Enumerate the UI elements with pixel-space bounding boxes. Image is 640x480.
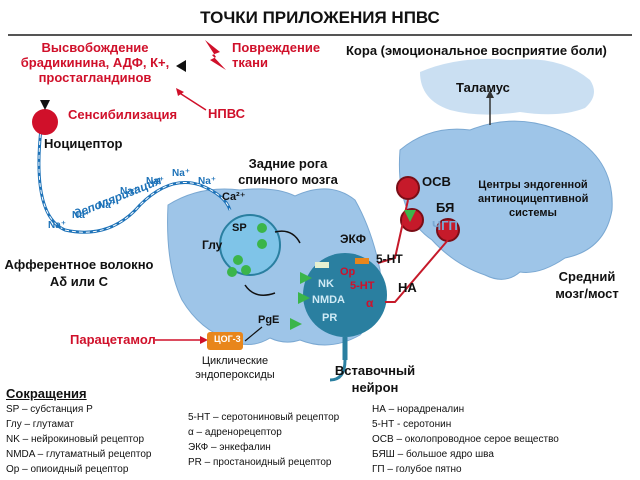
pr-label: PR	[322, 312, 338, 324]
descending-pathway-red	[377, 199, 409, 264]
na-label: НА	[398, 280, 417, 295]
legend-item: Глу – глутамат	[6, 419, 74, 430]
sp-label: SP	[232, 222, 247, 234]
left-arrow-icon	[176, 60, 186, 72]
cox3-label: ЦОГ-3	[214, 334, 241, 344]
legend-item: НА – норадреналин	[372, 404, 465, 415]
na-ion-label: Na⁺	[146, 176, 165, 187]
ht5-label: 5-НТ	[376, 252, 403, 266]
osv-nucleus	[396, 176, 420, 200]
ca-label: Ca²⁺	[222, 191, 246, 203]
legend-item: 5-НТ - серотонин	[372, 419, 452, 430]
presynaptic-terminal	[219, 214, 281, 276]
nmda-label: NMDA	[312, 294, 345, 306]
green-arrow-icon	[404, 210, 416, 222]
osv-label: ОСВ	[422, 174, 451, 189]
arrow-glu	[244, 284, 276, 296]
nociceptor-label: Ноцицептор	[44, 136, 123, 151]
green-arrow-icon	[298, 292, 310, 304]
interneuron-body	[303, 253, 387, 337]
ascending-pathway	[329, 359, 347, 382]
paracetamol-label: Парацетамол	[70, 332, 156, 347]
receptor-tab	[355, 258, 369, 264]
receptor-tab	[315, 262, 329, 268]
na-ion-label: Na⁺	[172, 168, 191, 179]
legend-item: SP – субстанция P	[6, 404, 93, 415]
legend-item: 5-НТ – серотониновый рецептор	[188, 412, 340, 423]
green-arrow-icon	[300, 272, 312, 284]
nociceptor-shape	[32, 109, 58, 135]
legend-item: NK – нейрокиновый рецептор	[6, 434, 145, 445]
dorsal-horns-label: Задние рога спинного мозга	[238, 156, 338, 187]
ncgp-label: ЧГП	[432, 218, 458, 233]
legend-item: PR – простаноидный рецептор	[188, 457, 332, 468]
legend-col1: SP – субстанция P Глу – глутамат NK – не…	[6, 402, 182, 477]
legend-item: ГП – голубое пятно	[372, 464, 462, 475]
pge-label: PgE	[258, 314, 280, 326]
na-ion-label: Na⁺	[120, 186, 139, 197]
vesicle	[257, 239, 267, 249]
ekf-label: ЭКФ	[340, 232, 366, 246]
vesicle	[257, 223, 267, 233]
alpha-label: α	[366, 296, 374, 310]
op-label: Op	[340, 266, 356, 278]
interneuron-label: Вставочный нейрон	[334, 363, 416, 395]
cox3-box	[207, 332, 243, 350]
afferent-label: Афферентное волокно Аδ или С	[4, 257, 154, 289]
lightning-icon	[205, 40, 226, 70]
down-arrow-icon	[40, 100, 50, 110]
na-ion-label: Na⁺	[72, 210, 91, 221]
cortex-label: Кора (эмоциональное восприятие боли)	[346, 43, 607, 58]
sensitization-label: Сенсибилизация	[68, 107, 178, 122]
page-title: ТОЧКИ ПРИЛОЖЕНИЯ НПВС	[200, 8, 440, 27]
afferent-fiber-inner	[38, 119, 231, 233]
legend-item: Op – опиоидный рецептор	[6, 464, 129, 475]
tissue-damage-label: Повреждение ткани	[232, 40, 321, 70]
vesicle	[241, 265, 251, 275]
legend-item: ЭКФ – энкефалин	[188, 442, 271, 453]
paracetamol-arrow-head-icon	[200, 336, 208, 344]
release-label: Высвобождение брадикинина, АДФ, К+, прос…	[20, 40, 170, 85]
nsaid-arrow	[177, 91, 207, 111]
legend-item: α – адренорецептор	[188, 427, 282, 438]
nsaid-label: НПВС	[208, 106, 246, 121]
vesicle	[233, 255, 243, 265]
ht5a-label: 5-НТ	[350, 280, 375, 292]
nsaid-arrow-head-icon	[176, 88, 184, 96]
cyclic-label: Циклические эндопероксиды	[195, 355, 275, 381]
thalamus-label: Таламус	[456, 80, 510, 95]
centers-label: Центры эндогенной антиноцицептивной сист…	[478, 179, 589, 219]
legend-title: Сокращения	[6, 386, 87, 401]
pge-arrow	[244, 326, 263, 342]
arrow-head-icon	[486, 90, 494, 98]
legend-item: ОСВ – околопроводное серое вещество	[372, 434, 559, 445]
vesicle	[227, 267, 237, 277]
legend-item: NMDA – глутаматный рецептор	[6, 449, 152, 460]
na-ion-label: Na⁺	[48, 220, 67, 231]
byash-label: БЯ	[436, 200, 455, 215]
legend-col2: 5-НТ – серотониновый рецептор α – адрено…	[188, 410, 364, 470]
title-divider	[8, 34, 632, 36]
na-ion-label: Na⁺	[198, 176, 217, 187]
na-ion-label: Na⁺	[98, 200, 117, 211]
glu-label: Глу	[202, 238, 223, 252]
arrow-sp	[274, 230, 301, 244]
descending-pathway-red-2	[385, 239, 449, 303]
green-arrow-icon	[290, 318, 302, 330]
legend-item: БЯШ – большое ядро шва	[372, 449, 494, 460]
nk-label: NK	[318, 278, 334, 290]
legend-col3: НА – норадреналин 5-НТ - серотонин ОСВ –…	[372, 402, 634, 477]
cortex-shape	[420, 58, 594, 115]
midbrain-label: Средний мозг/мост	[555, 269, 619, 301]
